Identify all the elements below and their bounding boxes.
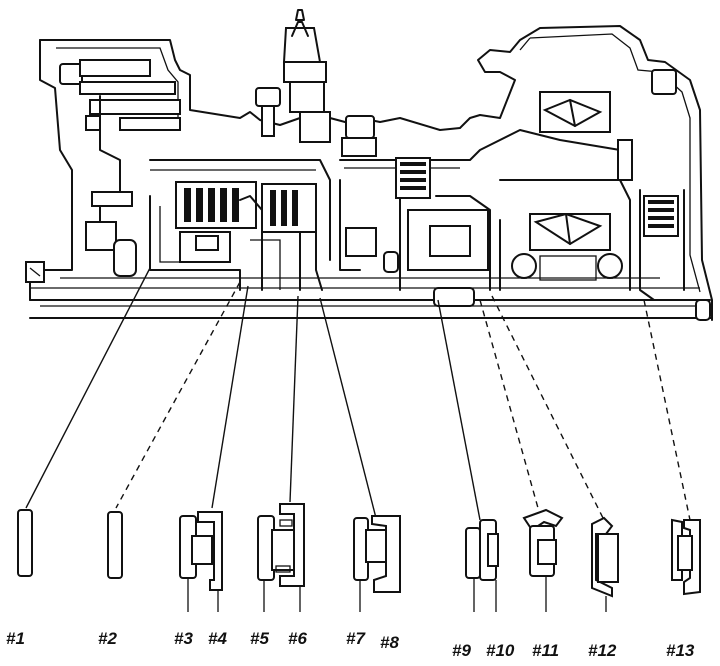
label-part-10: #10 <box>486 641 515 660</box>
leader-13 <box>643 299 691 521</box>
label-part-11: #11 <box>532 641 559 660</box>
label-part-6: #6 <box>288 629 307 648</box>
upper-left-fittings <box>59 59 181 277</box>
label-part-3: #3 <box>174 629 193 648</box>
label-stems <box>187 576 607 612</box>
part-5-6-seal-pair <box>257 503 305 587</box>
label-part-4: #4 <box>208 629 227 648</box>
label-part-7: #7 <box>346 629 366 648</box>
leader-11 <box>479 299 539 509</box>
middle-clutch-pack <box>339 129 621 307</box>
label-part-13: #13 <box>666 641 695 660</box>
leader-6 <box>289 295 299 503</box>
vent-tower <box>255 9 377 157</box>
rear-bearing-assembly <box>499 91 633 291</box>
part-13-seal <box>671 518 701 596</box>
label-part-1: #1 <box>6 629 25 648</box>
label-part-9: #9 <box>452 641 471 660</box>
label-part-2: #2 <box>98 629 117 648</box>
part-labels: #1 #2 #3 #4 #5 #6 #7 #8 #9 #10 #11 #12 #… <box>6 629 695 660</box>
label-part-12: #12 <box>588 641 617 660</box>
leader-2 <box>115 281 241 509</box>
part-11-seal <box>522 508 564 577</box>
part-1-seal <box>17 509 33 577</box>
leader-1 <box>25 267 151 509</box>
part-12-seal <box>591 516 619 598</box>
part-2-seal <box>107 511 123 579</box>
part-9-10-washer-pair <box>465 519 499 581</box>
rear-clutch-pack <box>639 69 711 321</box>
leader-8 <box>319 297 377 519</box>
label-part-8: #8 <box>380 633 399 652</box>
transmission-housing <box>25 25 713 321</box>
leader-lines <box>25 267 691 521</box>
label-part-5: #5 <box>250 629 269 648</box>
part-7-8-seal-pair <box>353 515 401 593</box>
part-3-4-seal-pair <box>179 511 223 591</box>
leader-9 <box>437 299 481 521</box>
front-clutch-pack <box>149 159 331 291</box>
leader-12 <box>491 295 605 521</box>
leader-4 <box>211 285 249 509</box>
